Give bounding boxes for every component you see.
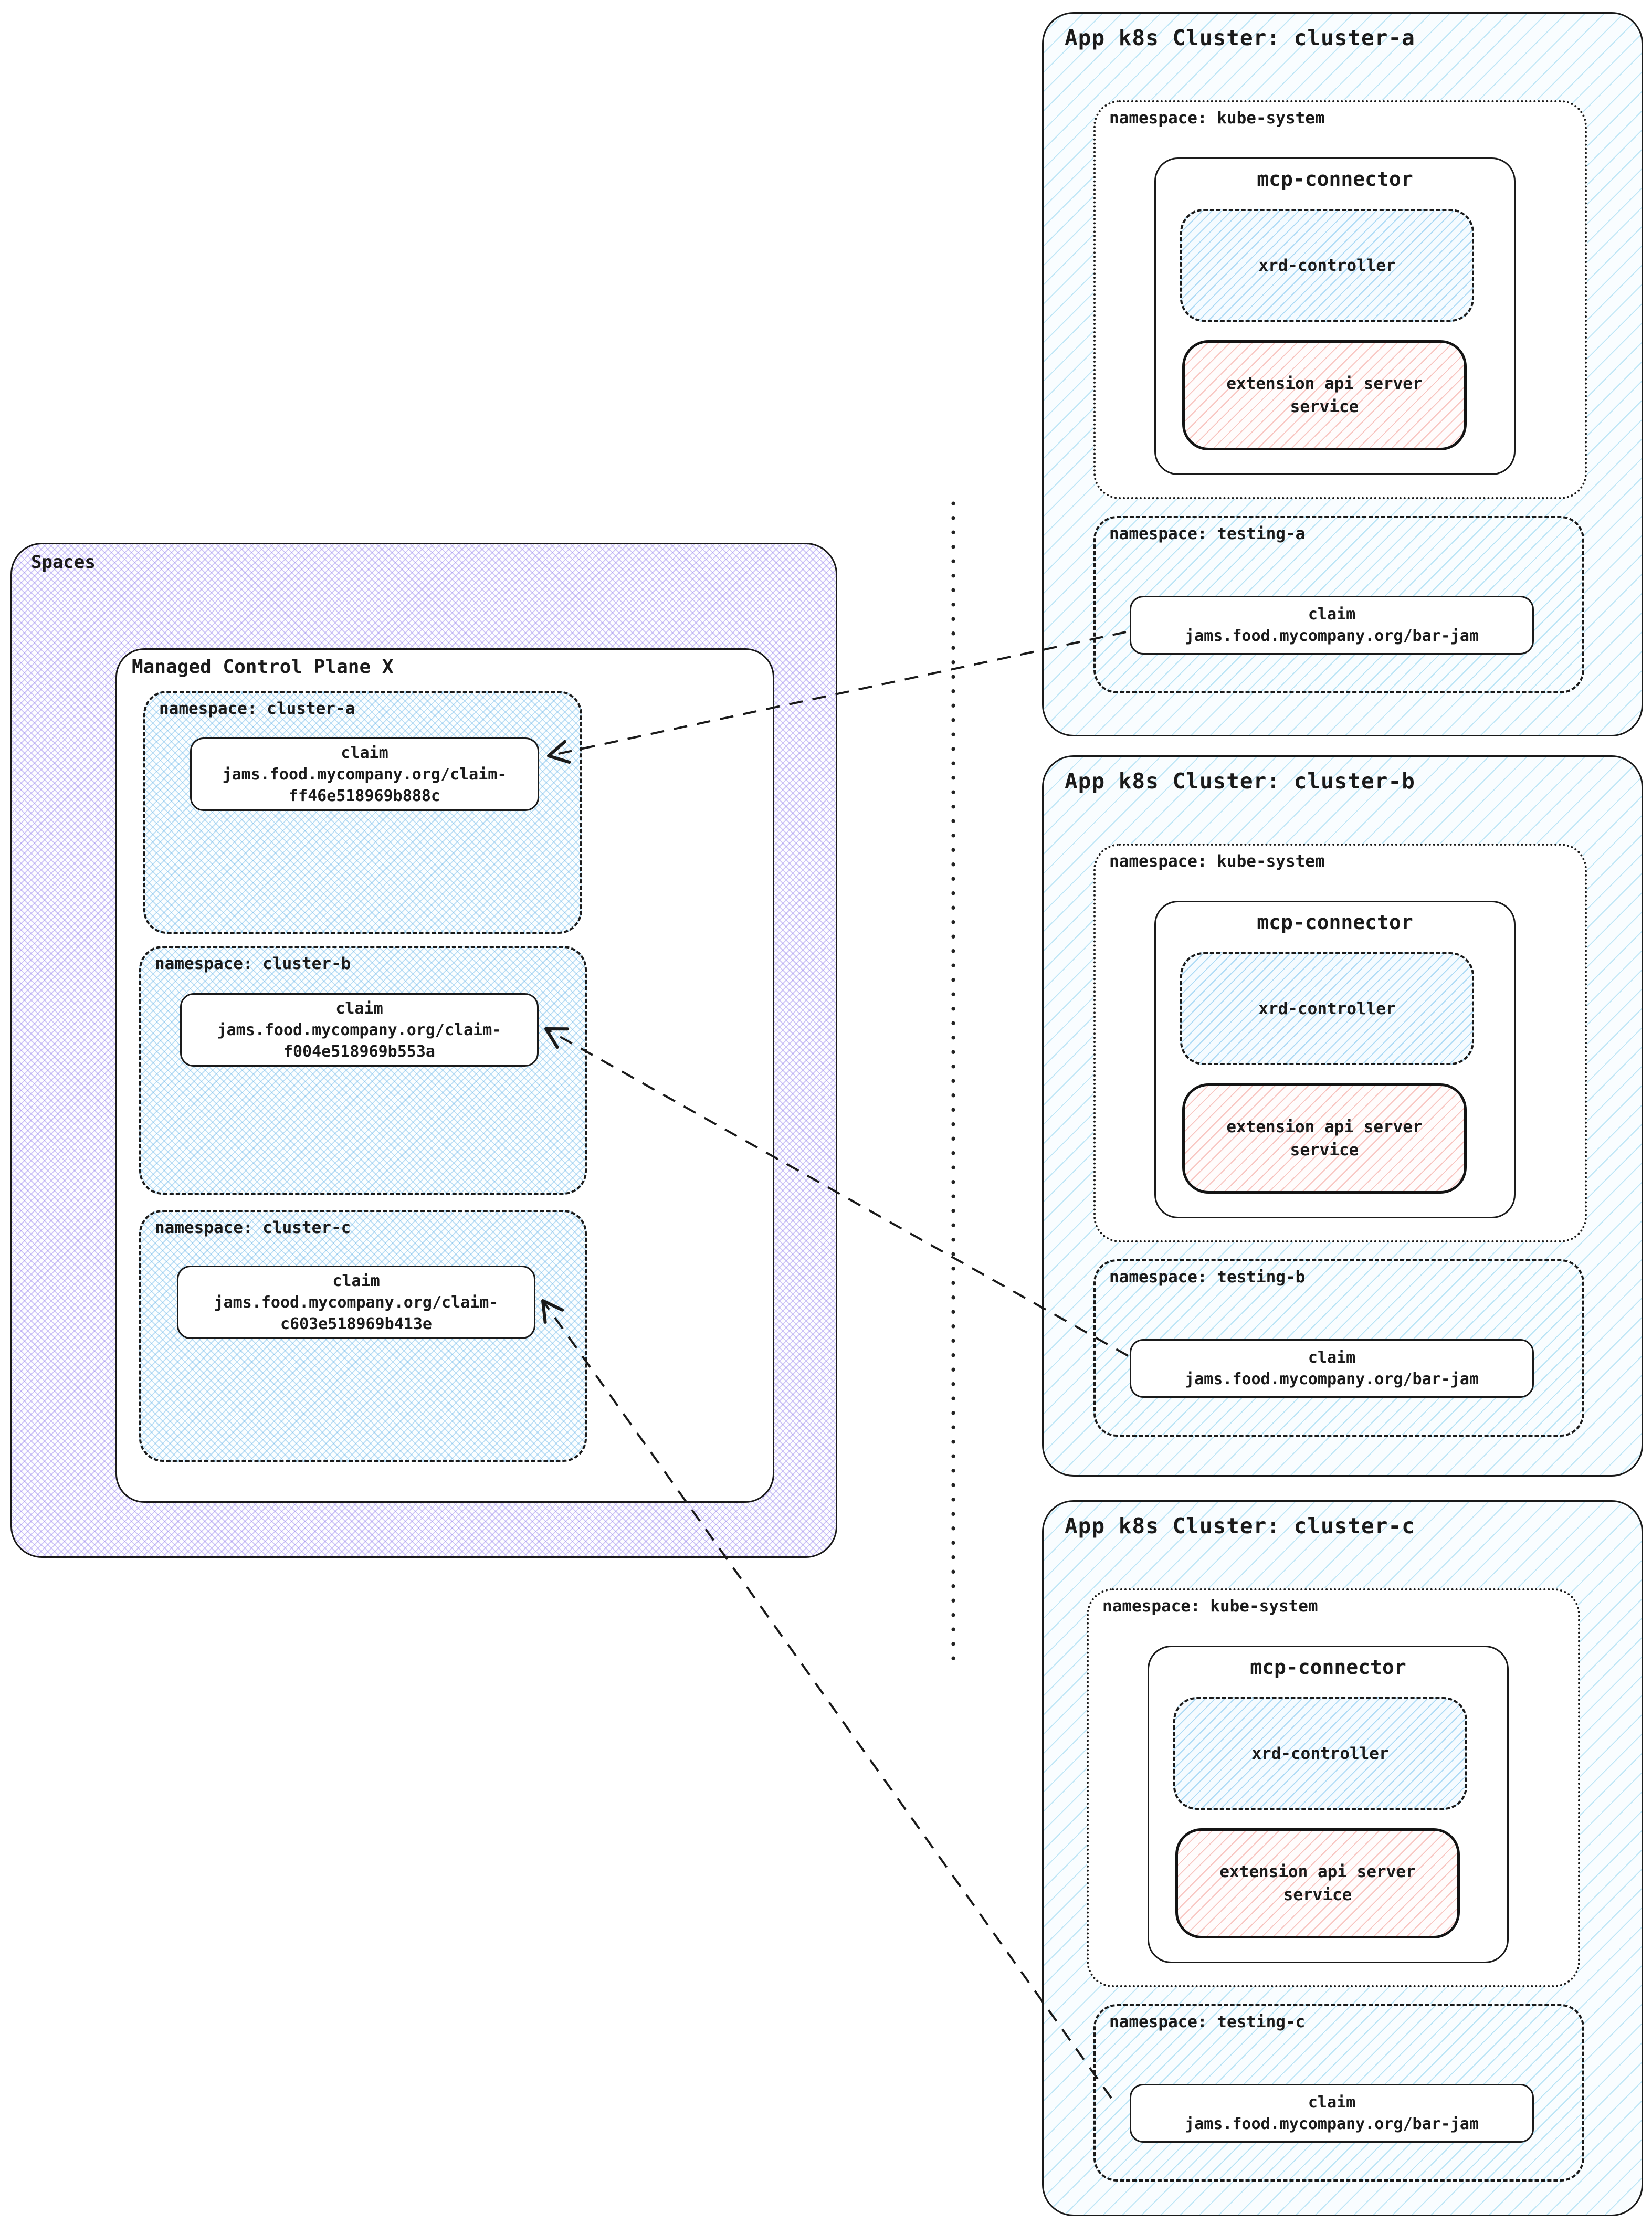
claim-line: claim: [1308, 2093, 1356, 2112]
claim-line: jams.food.mycompany.org/bar-jam: [1185, 627, 1479, 645]
cluster-b-testing-box: namespace: testing-b claim jams.food.myc…: [1093, 1259, 1584, 1437]
managed-control-plane-box: Managed Control Plane X namespace: clust…: [115, 648, 774, 1503]
extension-api-line: service: [1283, 1885, 1352, 1904]
extension-api-server-box: extension api server service: [1175, 1828, 1460, 1938]
xrd-controller-label: xrd-controller: [1258, 999, 1396, 1018]
xrd-controller-box: xrd-controller: [1180, 952, 1474, 1065]
namespace-cluster-b-label: namespace: cluster-b: [155, 954, 351, 973]
cluster-a-box: App k8s Cluster: cluster-a namespace: ku…: [1042, 12, 1643, 736]
claim-line: claim: [335, 999, 383, 1018]
xrd-controller-label: xrd-controller: [1251, 1744, 1389, 1763]
cluster-b-box: App k8s Cluster: cluster-b namespace: ku…: [1042, 755, 1643, 1477]
claim-box-bar-jam-b: claim jams.food.mycompany.org/bar-jam: [1130, 1339, 1534, 1398]
extension-api-line: extension api server: [1219, 1862, 1416, 1881]
namespace-cluster-c-box: namespace: cluster-c claim jams.food.myc…: [139, 1210, 587, 1462]
extension-api-server-box: extension api server service: [1182, 340, 1467, 450]
mcp-connector-title: mcp-connector: [1257, 167, 1413, 191]
mcp-connector-box: mcp-connector xrd-controller extension a…: [1154, 157, 1516, 475]
cluster-b-title: App k8s Cluster: cluster-b: [1065, 768, 1415, 794]
claim-box-cluster-b: claim jams.food.mycompany.org/claim- f00…: [180, 993, 539, 1067]
mcp-connector-title: mcp-connector: [1257, 911, 1413, 934]
extension-api-line: extension api server: [1226, 1118, 1423, 1136]
claim-box-cluster-a: claim jams.food.mycompany.org/claim- ff4…: [190, 737, 539, 811]
cluster-b-kube-system-box: namespace: kube-system mcp-connector xrd…: [1093, 844, 1587, 1242]
claim-box-bar-jam-c: claim jams.food.mycompany.org/bar-jam: [1130, 2084, 1534, 2143]
kube-system-label: namespace: kube-system: [1109, 852, 1325, 871]
testing-a-label: namespace: testing-a: [1109, 524, 1306, 543]
namespace-cluster-a-box: namespace: cluster-a claim jams.food.myc…: [143, 691, 582, 934]
claim-line: claim: [1308, 1348, 1356, 1367]
xrd-controller-box: xrd-controller: [1180, 209, 1474, 322]
namespace-cluster-a-label: namespace: cluster-a: [159, 699, 355, 718]
namespace-cluster-c-label: namespace: cluster-c: [155, 1218, 351, 1237]
cluster-c-kube-system-box: namespace: kube-system mcp-connector xrd…: [1087, 1588, 1580, 1987]
claim-line: claim: [332, 1271, 380, 1290]
claim-line: c603e518969b413e: [280, 1314, 432, 1333]
extension-api-line: extension api server: [1226, 374, 1423, 393]
claim-line: f004e518969b553a: [283, 1042, 435, 1061]
spaces-box: Spaces Managed Control Plane X namespace…: [10, 543, 837, 1558]
extension-api-line: service: [1290, 397, 1359, 416]
cluster-a-kube-system-box: namespace: kube-system mcp-connector xrd…: [1093, 100, 1587, 499]
claim-line: jams.food.mycompany.org/claim-: [222, 765, 507, 784]
extension-api-server-box: extension api server service: [1182, 1083, 1467, 1194]
kube-system-label: namespace: kube-system: [1109, 109, 1325, 128]
claim-line: jams.food.mycompany.org/bar-jam: [1185, 2115, 1479, 2133]
mcp-connector-title: mcp-connector: [1250, 1656, 1406, 1679]
spaces-title: Spaces: [31, 552, 96, 573]
claim-line: jams.food.mycompany.org/bar-jam: [1185, 1370, 1479, 1388]
claim-line: jams.food.mycompany.org/claim-: [217, 1020, 502, 1039]
cluster-c-box: App k8s Cluster: cluster-c namespace: ku…: [1042, 1500, 1643, 2216]
mcp-connector-box: mcp-connector xrd-controller extension a…: [1148, 1646, 1509, 1963]
namespace-cluster-b-box: namespace: cluster-b claim jams.food.myc…: [139, 946, 587, 1195]
claim-line: claim: [341, 743, 388, 762]
claim-line: ff46e518969b888c: [289, 786, 440, 805]
kube-system-label: namespace: kube-system: [1102, 1597, 1318, 1616]
claim-box-cluster-c: claim jams.food.mycompany.org/claim- c60…: [177, 1266, 535, 1339]
cluster-a-testing-box: namespace: testing-a claim jams.food.myc…: [1093, 516, 1584, 693]
cluster-c-title: App k8s Cluster: cluster-c: [1065, 1513, 1415, 1538]
mcp-connector-box: mcp-connector xrd-controller extension a…: [1154, 901, 1516, 1218]
cluster-c-testing-box: namespace: testing-c claim jams.food.myc…: [1093, 2004, 1584, 2182]
extension-api-line: service: [1290, 1141, 1359, 1160]
xrd-controller-label: xrd-controller: [1258, 256, 1396, 275]
claim-box-bar-jam-a: claim jams.food.mycompany.org/bar-jam: [1130, 596, 1534, 655]
cluster-a-title: App k8s Cluster: cluster-a: [1065, 25, 1415, 50]
xrd-controller-box: xrd-controller: [1173, 1697, 1467, 1810]
claim-line: claim: [1308, 605, 1356, 624]
testing-c-label: namespace: testing-c: [1109, 2012, 1306, 2031]
testing-b-label: namespace: testing-b: [1109, 1268, 1306, 1287]
claim-line: jams.food.mycompany.org/claim-: [214, 1293, 499, 1312]
managed-control-plane-title: Managed Control Plane X: [132, 656, 394, 678]
